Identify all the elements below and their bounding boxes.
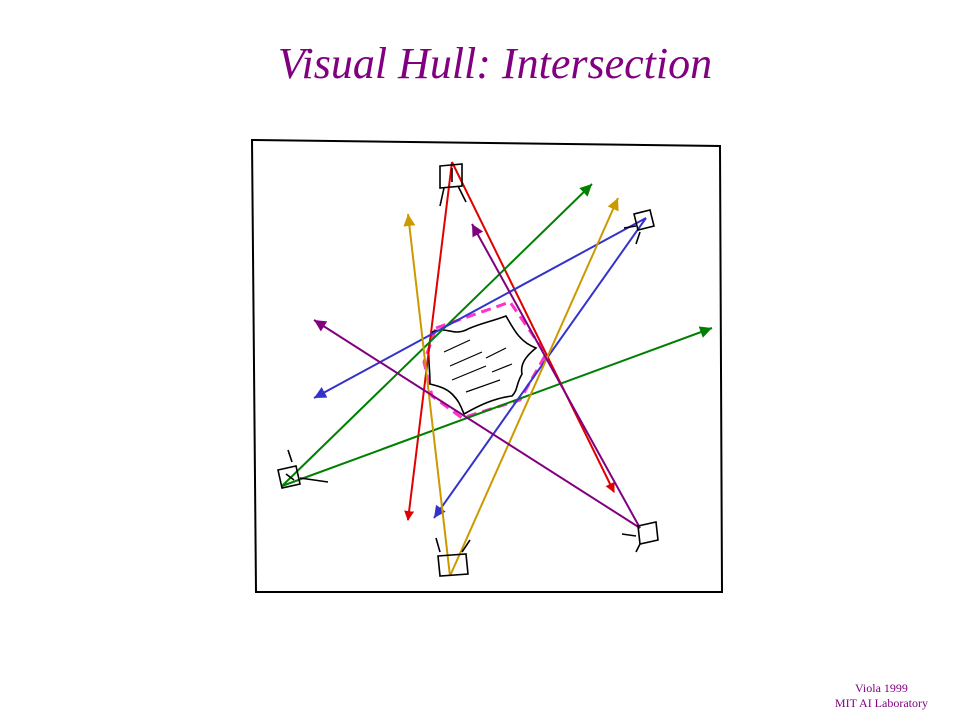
camera-top-icon: [439, 163, 467, 207]
footer-affiliation: MIT AI Laboratory: [834, 696, 928, 710]
footer-author: Viola 1999: [854, 681, 908, 695]
object-silhouette: [427, 315, 538, 416]
slide-title: Visual Hull: Intersection: [277, 39, 713, 88]
camera-top-right-icon: [623, 209, 655, 245]
ray-red-right: [451, 161, 615, 493]
ray-purple-up: [471, 223, 641, 529]
ray-blue-left: [313, 217, 647, 399]
diagram-frame: [250, 138, 724, 593]
ray-green-right: [281, 326, 713, 487]
ray-gold-right: [449, 197, 619, 577]
ray-blue-down: [433, 217, 647, 519]
ray-green-up: [281, 183, 593, 487]
ray-gold-up: [403, 213, 451, 577]
camera-bottom-icon: [435, 537, 471, 577]
slide-footer: Viola 1999 MIT AI Laboratory: [835, 681, 928, 711]
camera-bottom-right-icon: [621, 521, 659, 553]
camera-left-icon: [277, 449, 329, 489]
ray-purple-left: [313, 319, 641, 529]
